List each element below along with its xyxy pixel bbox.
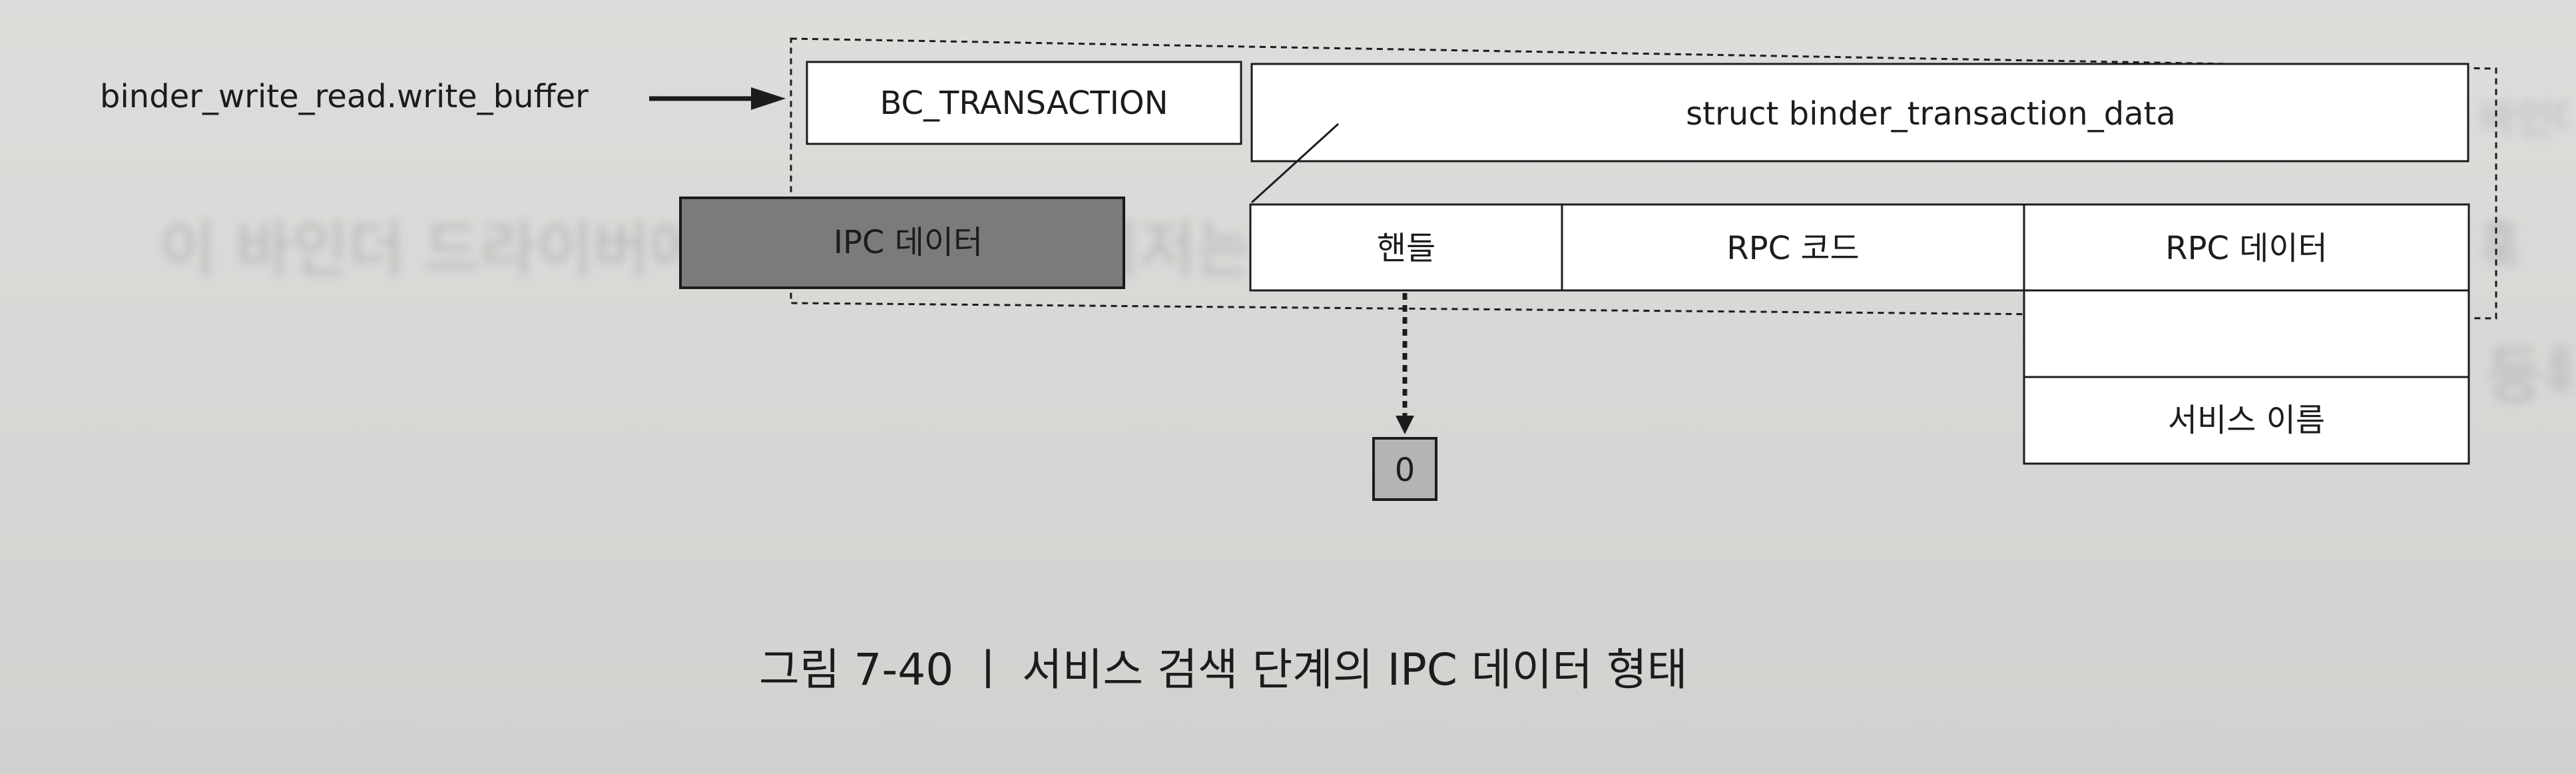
ipc-data-box: IPC 데이터 xyxy=(679,196,1125,289)
figure-caption: 그림 7-40 ㅣ 서비스 검색 단계의 IPC 데이터 형태 xyxy=(759,644,1688,695)
handle-value-cell xyxy=(1372,437,1437,501)
handle-label: 핸들 xyxy=(1377,230,1435,267)
write-buffer-arrow xyxy=(649,87,786,110)
transaction-data-label: struct binder_transaction_data xyxy=(1686,95,2176,133)
bc-transaction-box: BC_TRANSACTION xyxy=(806,61,1242,145)
rpc-data-label: RPC 데이터 xyxy=(2165,230,2328,267)
bc-transaction-label: BC_TRANSACTION xyxy=(880,85,1168,122)
ipc-data-cell xyxy=(679,196,1125,289)
write-buffer-arrow-head xyxy=(751,87,786,110)
transaction-data-cell xyxy=(1250,63,2469,163)
bc-transaction-cell xyxy=(806,61,1242,145)
handle-value-arrow xyxy=(1396,293,1414,434)
service-name-cell xyxy=(2023,376,2470,465)
rpc-code-label: RPC 코드 xyxy=(1726,230,1859,267)
rpc-data-expansion: 서비스 이름 xyxy=(2023,289,2470,465)
ipc-data-label: IPC 데이터 xyxy=(834,224,983,261)
transaction-data-box: struct binder_transaction_data xyxy=(1250,63,2469,163)
transaction-detail-row: 핸들 RPC 코드 RPC 데이터 xyxy=(1249,203,2470,292)
transaction-detail-frame xyxy=(1249,203,2470,292)
service-name-label: 서비스 이름 xyxy=(2168,402,2325,439)
rpc-data-blank-cell xyxy=(2023,289,2470,378)
handle-value-arrow-head xyxy=(1396,416,1414,434)
write-buffer-label: binder_write_read.write_buffer xyxy=(100,78,589,115)
handle-value-label: 0 xyxy=(1395,452,1416,489)
expansion-connector-line xyxy=(1250,123,1340,204)
transaction-dashed-outline xyxy=(790,37,2497,320)
handle-value-box: 0 xyxy=(1372,437,1437,501)
